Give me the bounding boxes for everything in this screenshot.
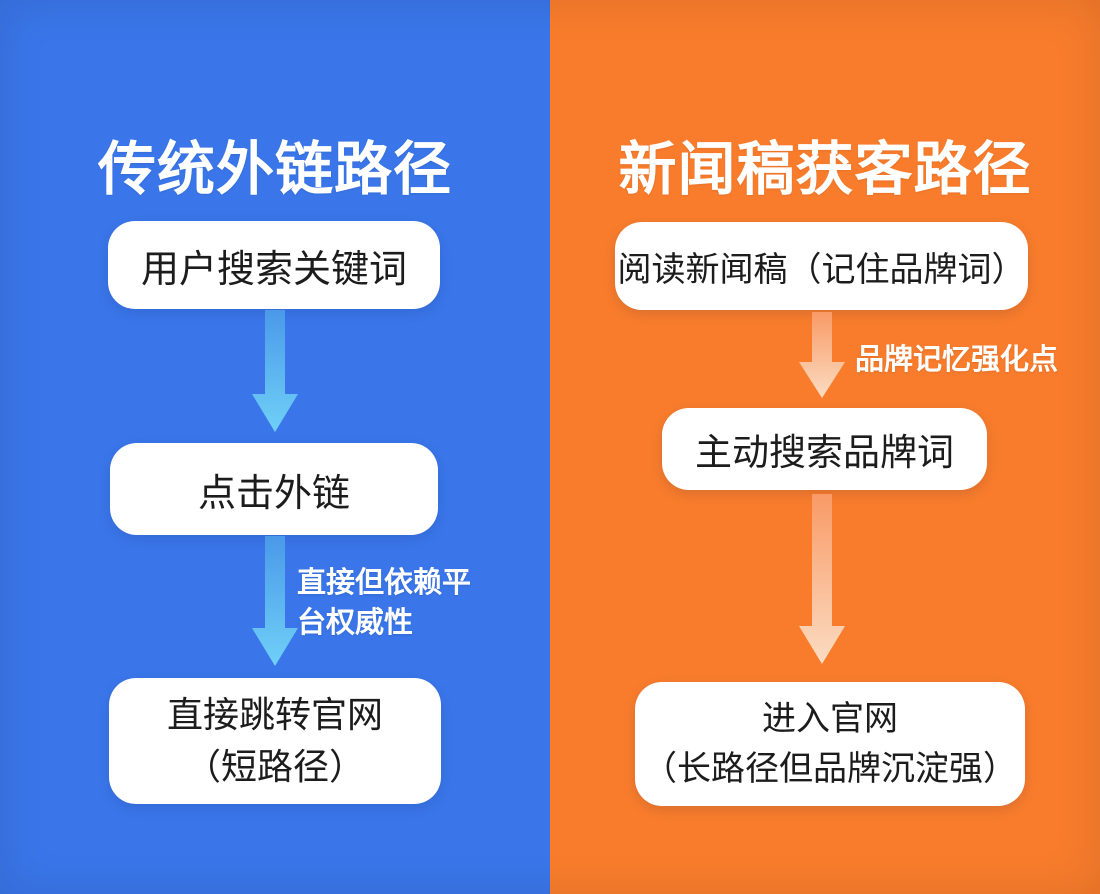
right-step-1-box: 阅读新闻稿（记住品牌词） <box>615 222 1028 310</box>
down-arrow-icon <box>799 494 845 664</box>
right-step-2-label: 主动搜索品牌词 <box>695 432 954 473</box>
down-arrow-icon <box>799 312 845 398</box>
right-step-3-box: 进入官网 （长路径但品牌沉淀强） <box>635 682 1025 806</box>
right-step-1-label: 阅读新闻稿（记住品牌词） <box>617 250 1026 289</box>
left-step-1-box: 用户搜索关键词 <box>108 221 440 309</box>
left-panel: 传统外链路径 用户搜索关键词 点击外链 直接但依赖平 台权威性 直接跳转官网 （… <box>0 0 550 894</box>
left-step-2-label: 点击外链 <box>197 472 350 515</box>
right-step-2-box: 主动搜索品牌词 <box>662 408 987 490</box>
right-panel-title: 新闻稿获客路径 <box>618 136 1032 202</box>
left-step-2-box: 点击外链 <box>110 443 438 535</box>
left-step-1-label: 用户搜索关键词 <box>140 248 407 291</box>
right-panel: 新闻稿获客路径 阅读新闻稿（记住品牌词） 品牌记忆强化点 主动搜索品牌词 进入官… <box>550 0 1100 894</box>
down-arrow-icon <box>252 310 298 432</box>
left-step-3-box: 直接跳转官网 （短路径） <box>109 678 441 804</box>
down-arrow-icon <box>252 536 298 666</box>
right-arrow-annotation: 品牌记忆强化点 <box>855 344 1059 376</box>
left-panel-title: 传统外链路径 <box>97 136 452 202</box>
left-step-3-label: 直接跳转官网 （短路径） <box>166 694 383 787</box>
left-arrow-annotation: 直接但依赖平 台权威性 <box>297 567 472 639</box>
right-step-3-label: 进入官网 （长路径但品牌沉淀强） <box>643 700 1017 788</box>
